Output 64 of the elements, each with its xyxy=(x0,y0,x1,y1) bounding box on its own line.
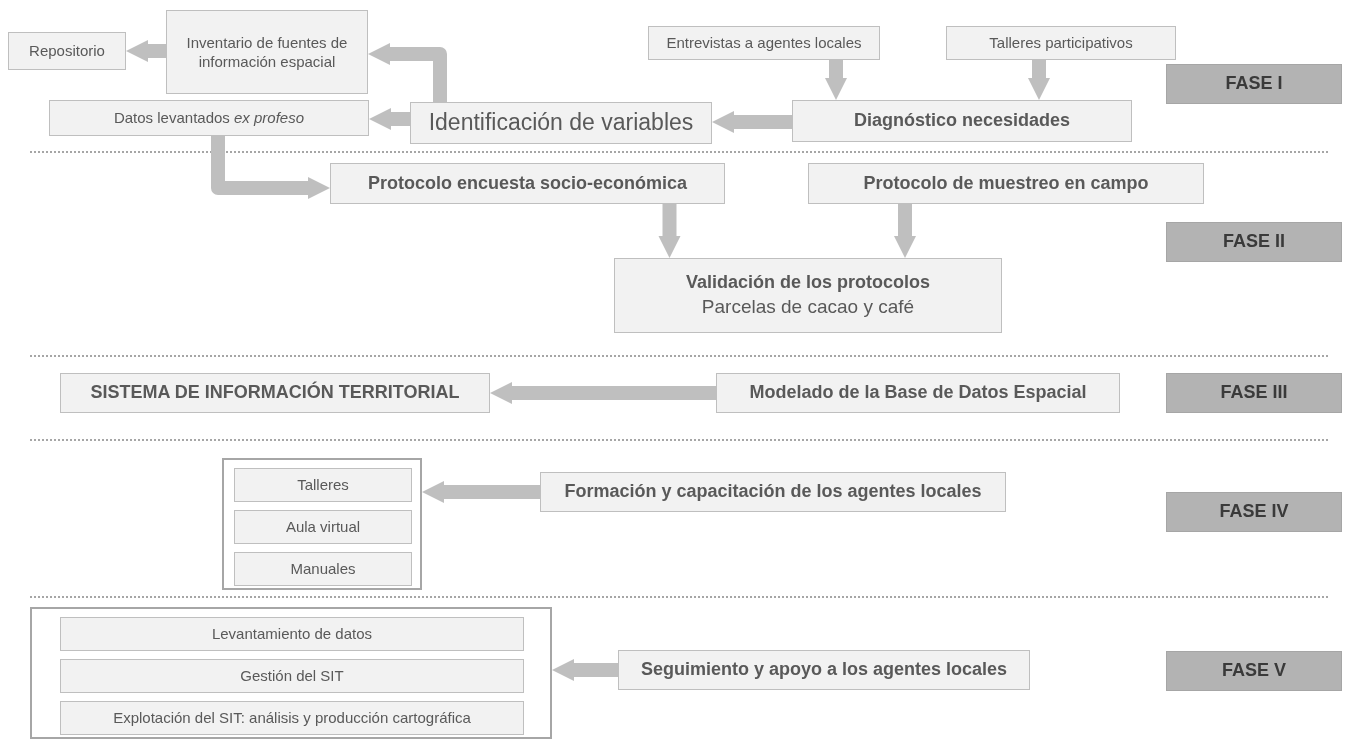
process-box xyxy=(60,617,524,651)
box-text: SISTEMA DE INFORMACIÓN TERRITORIAL xyxy=(90,381,460,405)
process-box xyxy=(49,100,369,136)
box-text: Entrevistas a agentes locales xyxy=(666,33,862,53)
block-arrow xyxy=(211,136,330,199)
box-text: Explotación del SIT: análisis y producción cartográfica xyxy=(113,708,471,728)
process-box xyxy=(330,163,725,204)
phase-box xyxy=(1166,64,1342,104)
group-frame xyxy=(222,458,422,590)
process-box xyxy=(166,10,368,94)
phase-box xyxy=(1166,492,1342,532)
box-text: Protocolo de muestreo en campo xyxy=(863,171,1149,195)
box-text: Seguimiento y apoyo a los agentes locales xyxy=(640,658,1008,682)
box-text: Inventario de fuentes de información espacial xyxy=(185,32,349,72)
box-text: Formación y capacitación de los agentes locales xyxy=(564,480,982,504)
box-text: Repositorio xyxy=(29,41,105,61)
phase-box xyxy=(1166,222,1342,262)
process-box xyxy=(8,32,126,70)
box-text: Manuales xyxy=(290,559,356,579)
box-text: Talleres xyxy=(297,475,349,495)
phase-label: FASE V xyxy=(1222,659,1286,683)
process-box xyxy=(946,26,1176,60)
box-text: Diagnóstico necesidades xyxy=(853,109,1071,133)
box-text: Aula virtual xyxy=(285,517,361,537)
box-text: Identificación de variables xyxy=(428,108,694,138)
process-box xyxy=(808,163,1204,204)
phase-label: FASE I xyxy=(1225,72,1283,96)
phase-label: FASE IV xyxy=(1219,500,1289,524)
box-text: Gestión del SIT xyxy=(240,666,344,686)
process-box xyxy=(60,373,490,413)
block-arrow xyxy=(658,204,681,258)
phase-box xyxy=(1166,373,1342,413)
process-box xyxy=(234,468,412,502)
block-arrow xyxy=(490,382,716,404)
block-arrow xyxy=(126,40,166,62)
process-box xyxy=(716,373,1120,413)
process-box xyxy=(648,26,880,60)
block-arrow xyxy=(1028,60,1050,100)
phase-label: FASE II xyxy=(1223,230,1285,254)
phase-box xyxy=(1166,651,1342,691)
box-subtext: Parcelas de cacao y café xyxy=(701,294,915,319)
process-box xyxy=(410,102,712,144)
box-text: Modelado de la Base de Datos Espacial xyxy=(749,381,1087,405)
box-text: Datos levantados ex profeso xyxy=(113,108,305,128)
phase-label: FASE III xyxy=(1220,381,1288,405)
group-frame xyxy=(30,607,552,739)
block-arrow xyxy=(552,659,618,681)
process-box xyxy=(234,510,412,544)
block-arrow xyxy=(712,111,792,133)
process-box xyxy=(540,472,1006,512)
block-arrow xyxy=(825,60,847,100)
process-box xyxy=(618,650,1030,690)
process-box xyxy=(614,258,1002,333)
box-text: Validación de los protocolos xyxy=(685,271,930,295)
block-arrow xyxy=(894,204,916,258)
block-arrow xyxy=(369,108,410,130)
box-text: Levantamiento de datos xyxy=(211,624,373,644)
block-arrow xyxy=(422,481,540,503)
process-box xyxy=(60,659,524,693)
box-text: Protocolo encuesta socio-económica xyxy=(367,171,688,195)
process-box xyxy=(60,701,524,735)
process-box xyxy=(234,552,412,586)
process-box xyxy=(792,100,1132,142)
box-text: Talleres participativos xyxy=(989,33,1133,53)
